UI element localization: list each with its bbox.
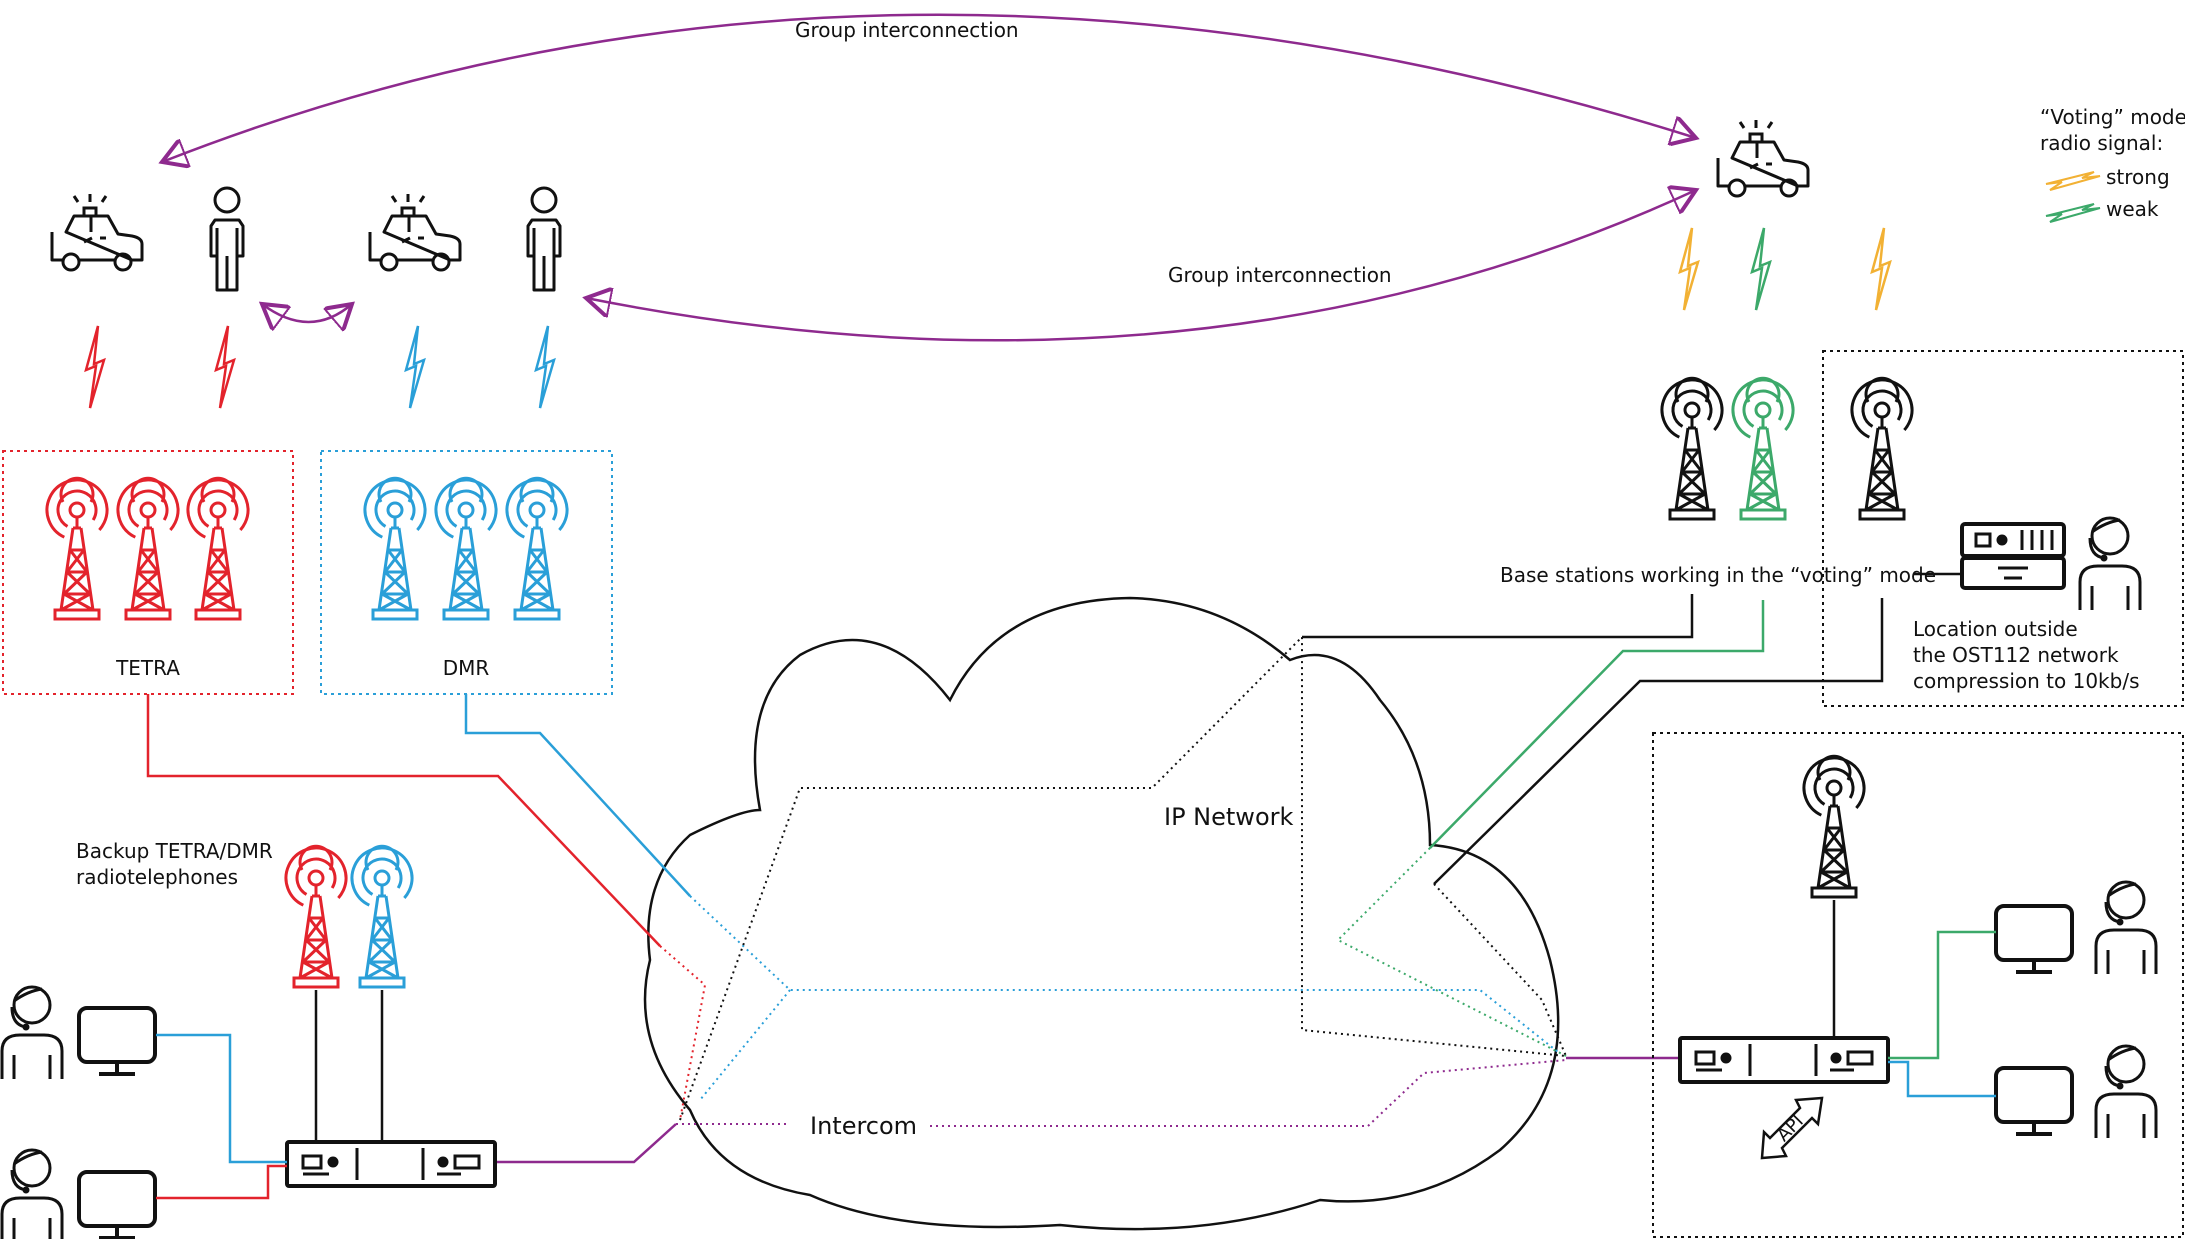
rack-device-right: [1678, 1036, 1890, 1084]
ip-network-label: IP Network: [1164, 803, 1293, 831]
voting-link-green-dotted: [1336, 847, 1567, 1057]
monitor-icon-1: [77, 1006, 157, 1076]
group-top-label: Group interconnection: [795, 18, 1019, 42]
remote-operator-icon-2: [2094, 1044, 2158, 1140]
car-icon-voting: [1716, 118, 1810, 198]
bolt-icon-strong-1: [1678, 226, 1700, 312]
monitor-icon-2: [77, 1170, 157, 1239]
voting-link-1: [1302, 594, 1694, 639]
tetra-link-dotted: [659, 945, 707, 1121]
monitor-1-link: [156, 1033, 287, 1164]
dmr-link-dotted-2: [699, 989, 791, 1101]
bolt-icon-dmr-1: [404, 324, 426, 410]
remote-monitor-2-link: [1888, 1060, 1996, 1098]
dmr-tower-icon-1: [353, 468, 437, 621]
dmr-label: DMR: [443, 656, 490, 680]
dmr-link-dotted: [689, 895, 1559, 1053]
bolt-icon-dmr-2: [534, 324, 556, 410]
voting-tower-icon-1: [1650, 368, 1734, 521]
group-arc-mid: [586, 190, 1696, 342]
tetra-tower-icon-2: [106, 468, 190, 621]
car-icon-2: [368, 192, 462, 272]
location-operator-icon: [2078, 516, 2142, 612]
location-device-icon: [1960, 522, 2066, 590]
remote-operator-icon-1: [2094, 880, 2158, 976]
group-arc-top: [162, 13, 1696, 162]
bolt-icon-tetra-1: [84, 324, 106, 410]
legend-weak-icon: [2045, 203, 2101, 223]
ip-network-cloud: [643, 596, 1560, 1231]
backup-tower-tetra-icon: [274, 836, 358, 989]
remote-tower-icon: [1792, 746, 1876, 899]
dmr-link: [464, 694, 691, 897]
legend-title: “Voting” mode radio signal:: [2040, 105, 2185, 155]
bolt-icon-tetra-2: [214, 324, 236, 410]
operator-icon-2: [0, 1148, 64, 1239]
rack-device-left: [285, 1140, 497, 1188]
intercom-link-left: [495, 1123, 677, 1164]
voting-link-green: [1429, 600, 1765, 849]
voting-link-3: [1433, 598, 1884, 885]
legend-strong-label: strong: [2106, 165, 2170, 189]
remote-monitor-icon-1: [1994, 904, 2074, 974]
bolt-icon-strong-2: [1870, 226, 1892, 312]
dmr-tower-icon-2: [424, 468, 508, 621]
voting-tower-icon-3: [1840, 368, 1924, 521]
tetra-label: TETRA: [115, 656, 180, 680]
tetra-tower-icon-1: [35, 468, 119, 621]
operator-icon-1: [0, 985, 64, 1081]
intercom-link-dotted-right: [930, 1059, 1567, 1127]
api-badge: API: [1760, 1096, 1824, 1160]
location-label: Location outside the OST112 network comp…: [1913, 617, 2139, 693]
group-mid-label: Group interconnection: [1168, 263, 1392, 287]
person-icon-1: [209, 186, 245, 292]
person-icon-2: [526, 186, 562, 292]
voting-link-dotted: [679, 634, 1567, 1121]
base-stations-label: Base stations working in the “voting” mo…: [1500, 563, 1936, 587]
voting-tower-icon-2: [1721, 368, 1805, 521]
group-arc-small: [262, 304, 352, 322]
intercom-label: Intercom: [810, 1112, 917, 1140]
api-label: API: [1773, 1111, 1808, 1146]
legend-strong-icon: [2045, 171, 2101, 191]
remote-monitor-icon-2: [1994, 1066, 2074, 1136]
remote-station-box: [1652, 732, 2184, 1238]
voting-link-3-dotted: [1433, 883, 1567, 1057]
remote-monitor-1-link: [1888, 930, 1996, 1060]
car-icon-1: [50, 192, 144, 272]
backup-label: Backup TETRA/DMR radiotelephones: [76, 839, 279, 889]
bolt-icon-weak-1: [1750, 226, 1772, 312]
backup-tower-dmr-icon: [340, 836, 424, 989]
tetra-tower-icon-3: [176, 468, 260, 621]
monitor-2-link: [156, 1164, 287, 1200]
tetra-link: [146, 694, 661, 947]
legend-weak-label: weak: [2106, 197, 2159, 221]
dmr-tower-icon-3: [495, 468, 579, 621]
